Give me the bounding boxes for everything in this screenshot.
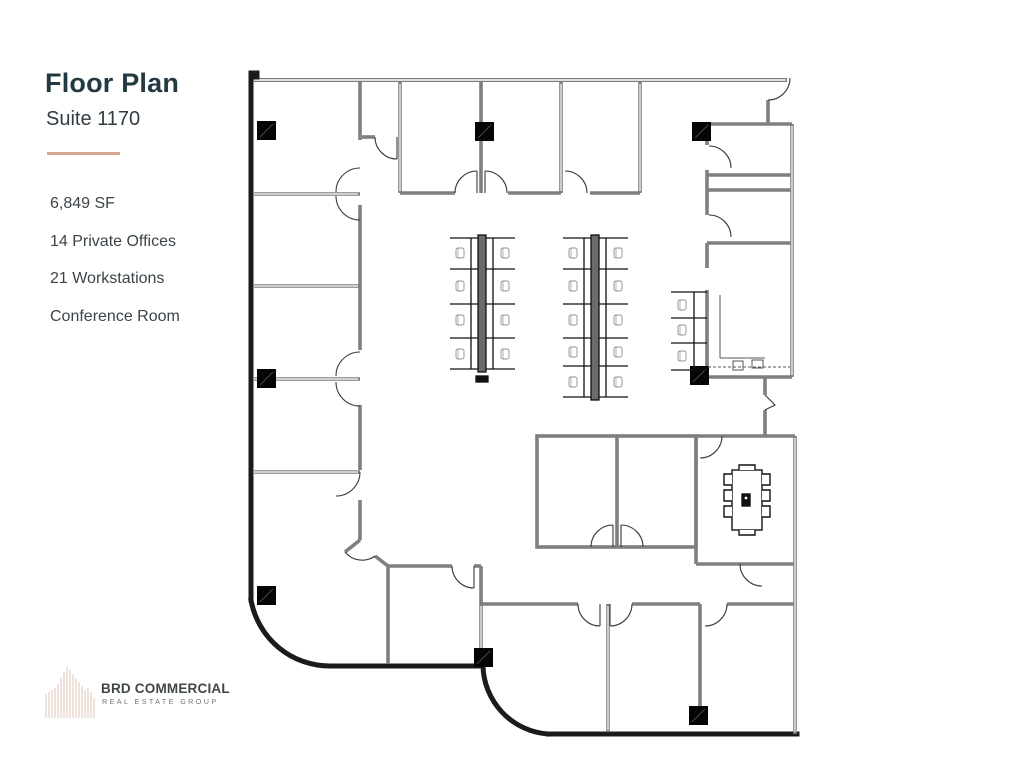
workstation-cluster-2 — [563, 234, 628, 401]
brand-tagline: REAL ESTATE GROUP — [102, 697, 219, 706]
conference-table — [723, 464, 771, 536]
info-panel: Floor Plan Suite 1170 6,849 SF 14 Privat… — [0, 0, 240, 768]
page-title: Floor Plan — [45, 68, 180, 98]
structural-columns — [256, 120, 712, 726]
spec-list: 6,849 SF 14 Private Offices 21 Workstati… — [50, 194, 180, 344]
interior-walls — [254, 82, 797, 734]
suite-number: Suite 1170 — [46, 108, 141, 130]
workstation-cluster-3 — [671, 291, 707, 371]
workstation-cluster-1 — [450, 234, 515, 383]
exterior-walls — [248, 70, 800, 737]
door-swings — [335, 77, 791, 627]
accent-divider — [47, 152, 120, 155]
kitchenette — [708, 295, 790, 371]
building-lines-icon — [45, 667, 95, 718]
brand-logo: BRD COMMERCIAL REAL ESTATE GROUP — [44, 664, 244, 718]
spec-private-offices: 14 Private Offices — [50, 232, 176, 250]
spec-conference-room: Conference Room — [50, 307, 180, 325]
brand-name: BRD COMMERCIAL — [101, 681, 230, 696]
spec-workstations: 21 Workstations — [50, 270, 165, 287]
spec-square-footage: 6,849 SF — [50, 195, 115, 212]
